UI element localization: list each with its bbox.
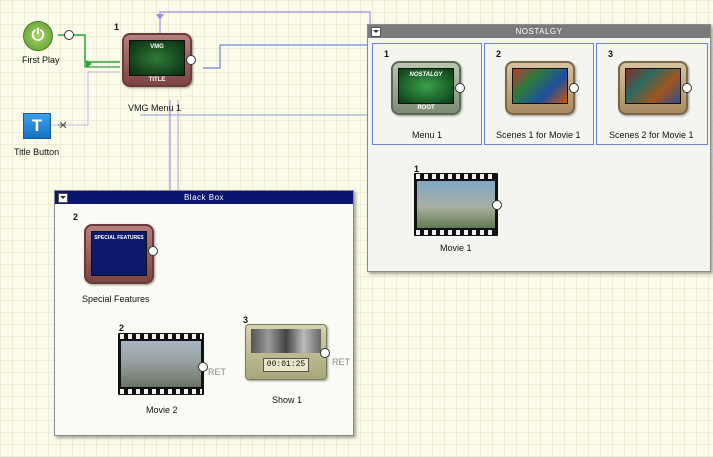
movie1-connector[interactable] — [492, 200, 502, 210]
first-play-label: First Play — [22, 55, 60, 65]
nostalgy-menu-screen-text: NOSTALGY — [409, 72, 443, 78]
nostalgy-menu-box — [372, 43, 482, 145]
movie2-connector[interactable] — [198, 362, 208, 372]
scenes1-screen — [512, 68, 568, 104]
movie2-film-holes-bottom — [120, 389, 202, 394]
show1-tile[interactable]: 00:01:25 — [245, 324, 327, 380]
nostalgy-menu-tile[interactable]: NOSTALGY ROOT — [391, 61, 465, 115]
special-features-screen-text: SPECIAL FEATURES — [94, 235, 144, 241]
nostalgy-menu-screen: NOSTALGY — [398, 68, 454, 104]
scenes2-number: 3 — [608, 49, 614, 59]
special-features-connector[interactable] — [148, 246, 158, 256]
movie1-number: 1 — [414, 164, 420, 174]
special-features-screen: SPECIAL FEATURES — [91, 231, 147, 276]
movie1-film[interactable] — [414, 173, 498, 236]
movie2-ret-label: RET — [208, 367, 226, 377]
nostalgy-title: NOSTALGY — [515, 27, 563, 36]
movie2-film[interactable] — [118, 333, 204, 395]
scenes1-number: 2 — [496, 49, 502, 59]
scenes2-label: Scenes 2 for Movie 1 — [609, 130, 694, 140]
nostalgy-titlebar[interactable]: NOSTALGY — [368, 25, 710, 38]
movie2-number: 2 — [119, 323, 125, 333]
special-features-tile[interactable]: SPECIAL FEATURES — [84, 224, 158, 284]
scenes1-tile[interactable] — [505, 61, 579, 115]
first-play-connector[interactable] — [64, 30, 74, 40]
vmg-menu-tile[interactable]: VMG TITLE — [122, 33, 196, 87]
vmg-menu-label: VMG Menu 1 — [128, 103, 182, 113]
nostalgy-collapse-icon[interactable] — [371, 27, 381, 37]
movie1-film-holes-top — [416, 174, 496, 179]
show1-thumbnail — [251, 329, 321, 353]
show1-label: Show 1 — [272, 395, 303, 405]
special-features-number: 2 — [73, 212, 79, 222]
nostalgy-scenes2-box — [596, 43, 708, 145]
nostalgy-menu-number: 1 — [384, 49, 390, 59]
vmg-menu-connector[interactable] — [186, 55, 196, 65]
special-features-label: Special Features — [82, 294, 150, 304]
scenes2-connector[interactable] — [682, 83, 692, 93]
movie1-thumbnail — [417, 181, 495, 228]
show1-duration: 00:01:25 — [263, 358, 309, 372]
movie2-film-holes-top — [120, 334, 202, 339]
first-play-power-icon[interactable]: ⏻ — [23, 21, 53, 51]
scenes1-label: Scenes 1 for Movie 1 — [496, 130, 581, 140]
black-box-titlebar[interactable]: Black Box — [55, 191, 353, 204]
black-box-collapse-icon[interactable] — [58, 193, 68, 203]
black-box-title: Black Box — [183, 193, 225, 202]
vmg-menu-number: 1 — [114, 22, 120, 32]
vmg-menu-screen: VMG — [129, 40, 185, 76]
title-button-label: Title Button — [14, 147, 60, 157]
movie2-thumbnail — [121, 341, 201, 387]
vmg-menu-screen-text: VMG — [150, 44, 164, 50]
show1-connector[interactable] — [320, 348, 330, 358]
movie1-label: Movie 1 — [440, 243, 472, 253]
movie2-label: Movie 2 — [146, 405, 178, 415]
show1-number: 3 — [243, 315, 249, 325]
nostalgy-menu-connector[interactable] — [455, 83, 465, 93]
nostalgy-scenes1-box — [484, 43, 594, 145]
scenes2-tile[interactable] — [618, 61, 692, 115]
show1-ret-label: RET — [332, 357, 350, 367]
vmg-menu-tag: TITLE — [148, 77, 166, 83]
movie1-film-holes-bottom — [416, 230, 496, 235]
scenes2-screen — [625, 68, 681, 104]
nostalgy-menu-label: Menu 1 — [412, 130, 443, 140]
title-button-icon[interactable]: T — [23, 113, 51, 139]
scenes1-connector[interactable] — [569, 83, 579, 93]
nostalgy-menu-tag: ROOT — [417, 105, 435, 111]
